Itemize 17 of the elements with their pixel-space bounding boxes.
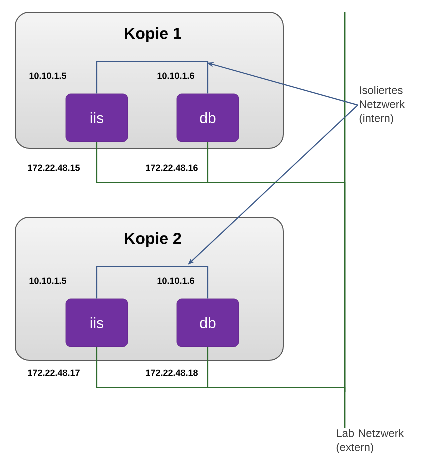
ip-address: 172.22.48.18	[146, 370, 198, 376]
server-box: iis	[66, 94, 128, 142]
server-box: db	[176, 298, 240, 348]
ip-address: 172.22.48.16	[146, 164, 198, 172]
network-line	[96, 266, 209, 299]
network-label: Lab Netzwerk (extern)	[336, 429, 404, 454]
network-label: Isoliertes Netzwerk (intern)	[360, 86, 406, 124]
server-box: iis	[66, 298, 128, 348]
ip-address: 10.10.1.6	[158, 278, 194, 284]
network-line	[96, 61, 209, 94]
ip-address: 172.22.48.17	[28, 370, 80, 376]
ip-address: 10.10.1.5	[30, 278, 66, 284]
network-line	[207, 347, 346, 428]
server-box: db	[176, 94, 240, 142]
ip-address: 10.10.1.5	[30, 72, 66, 80]
ip-address: 172.22.48.15	[28, 164, 80, 172]
ip-address: 10.10.1.6	[158, 72, 194, 80]
